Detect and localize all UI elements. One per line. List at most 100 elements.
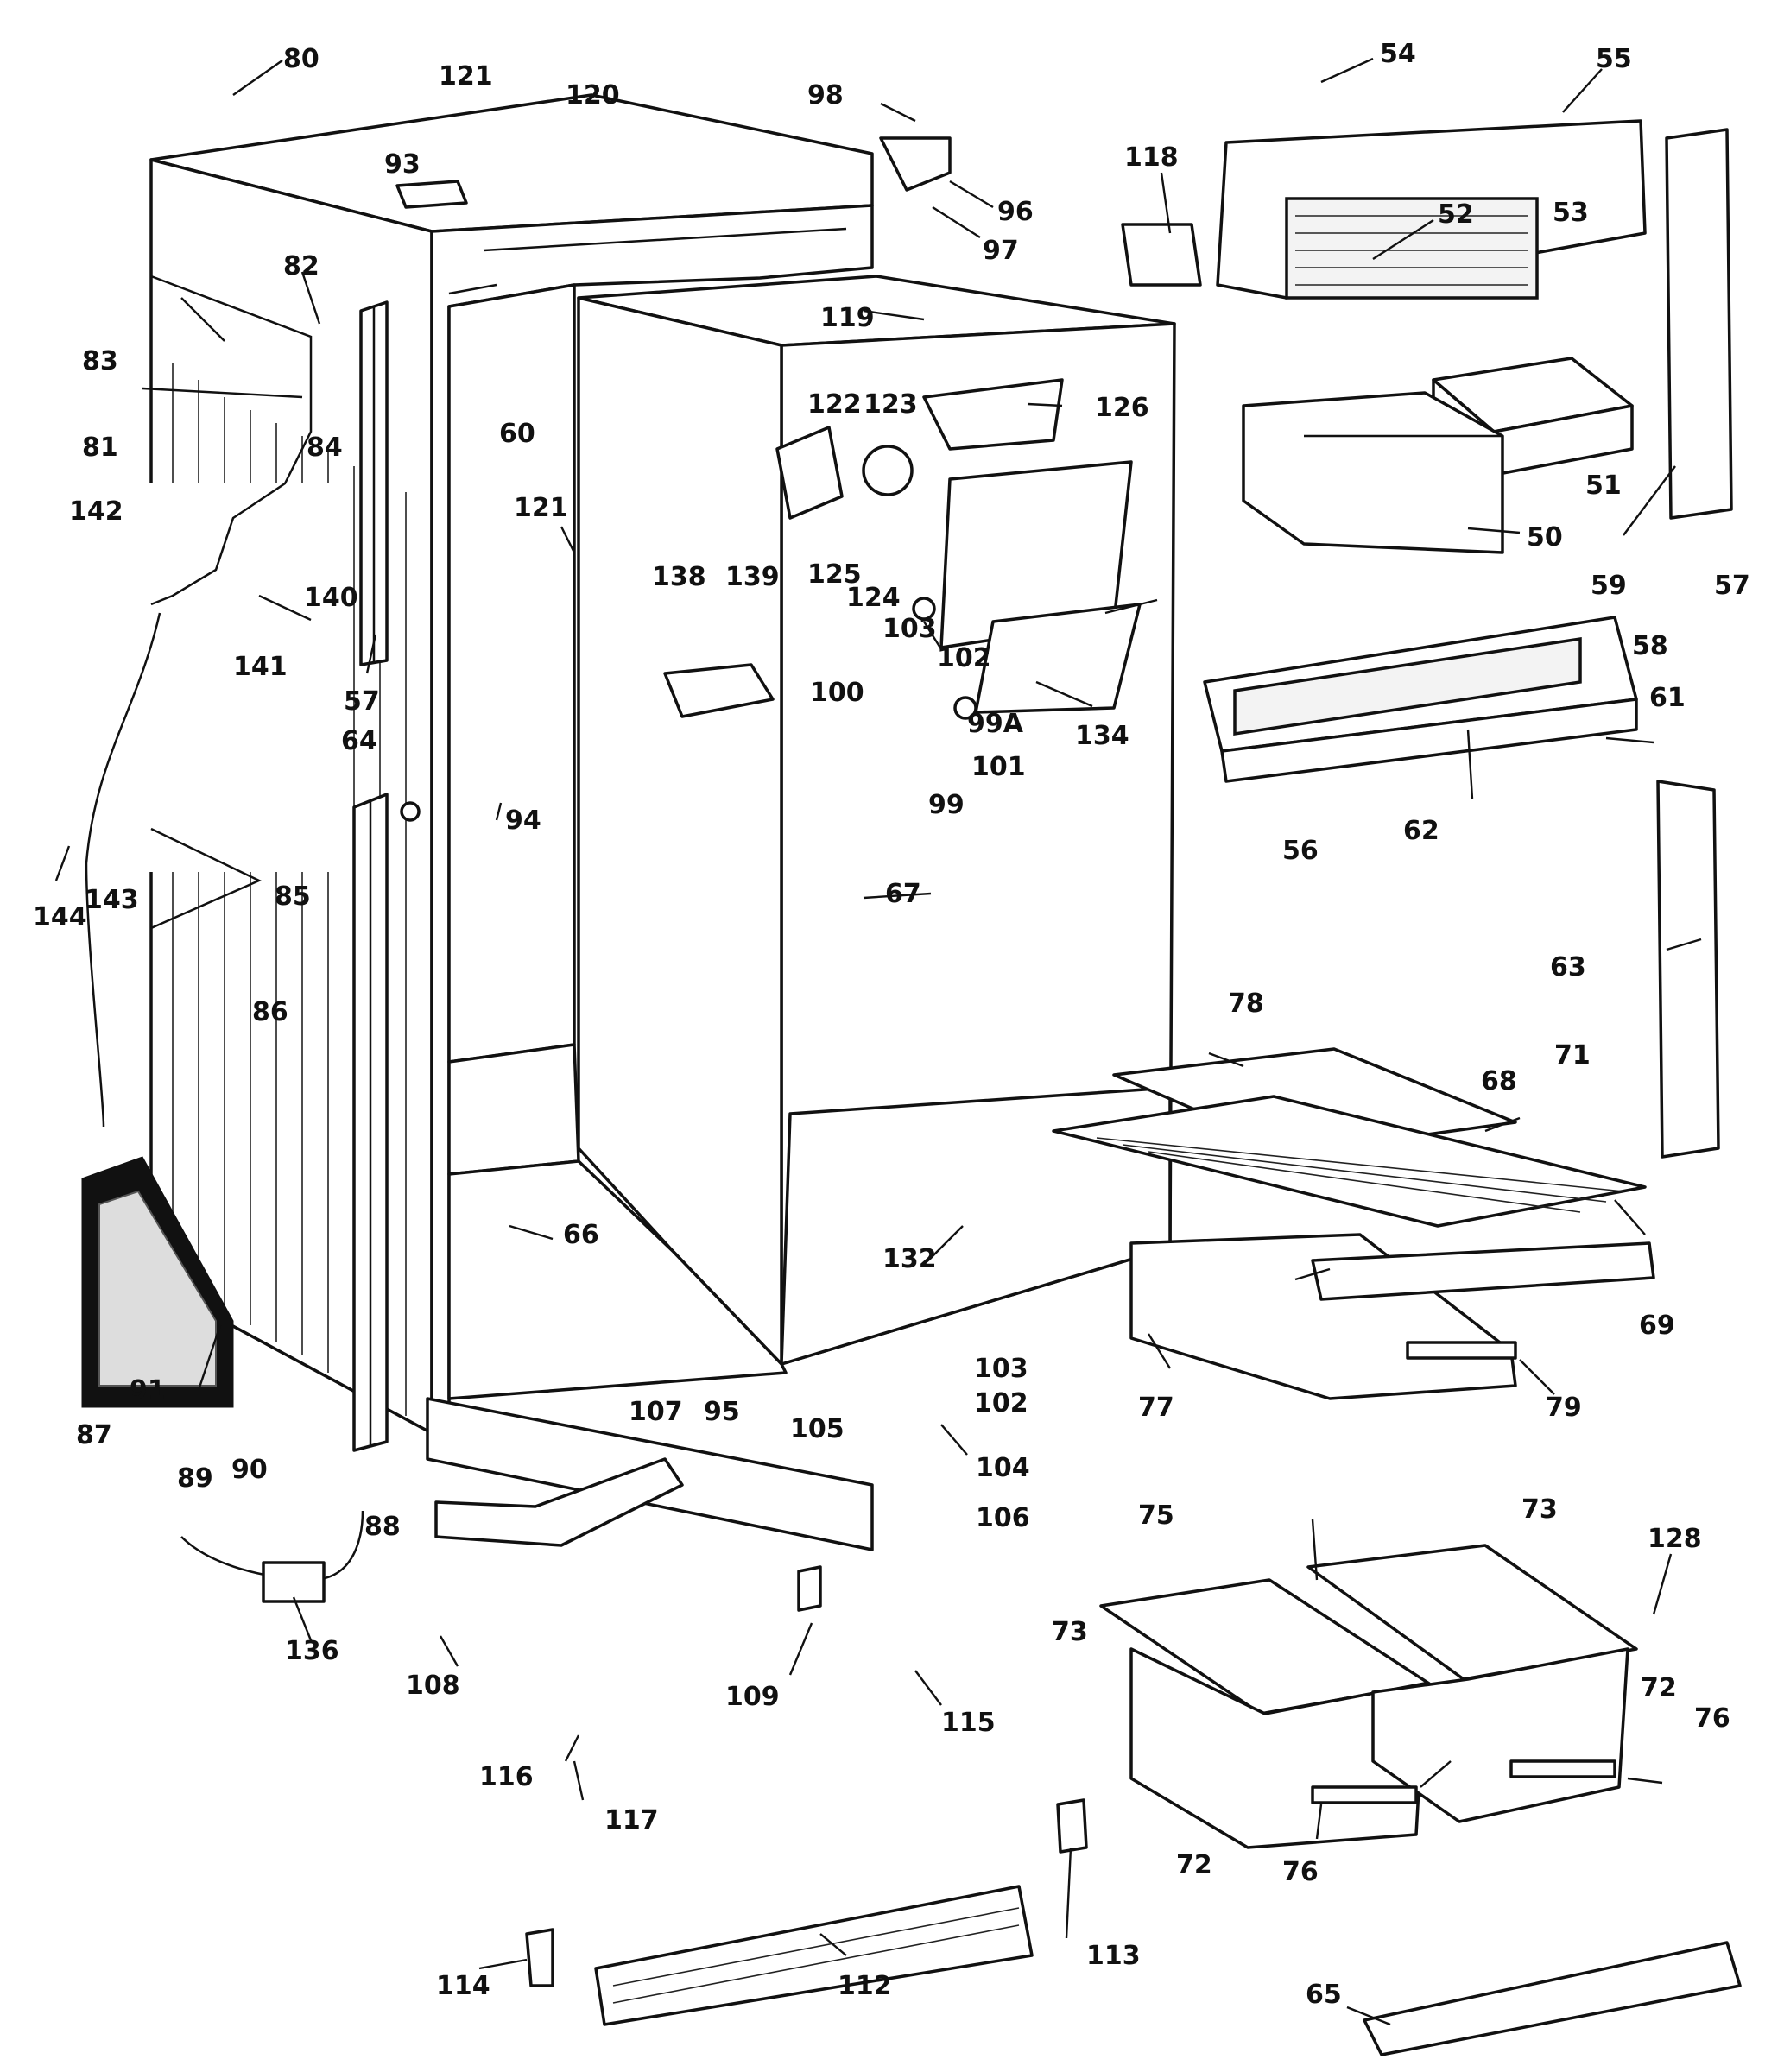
callout-113: 113 [1086, 1941, 1141, 1971]
door-gaskets [352, 300, 389, 1452]
callout-96: 96 [997, 197, 1034, 227]
callout-73-left: 73 [1052, 1617, 1088, 1647]
callout-57-left: 57 [344, 686, 380, 717]
misc-hardware [85, 597, 977, 1612]
callout-119: 119 [820, 303, 875, 333]
callout-125: 125 [807, 559, 862, 590]
callout-60: 60 [499, 419, 535, 449]
callout-81: 81 [82, 433, 118, 463]
callout-144: 144 [33, 902, 87, 932]
callout-93: 93 [384, 149, 421, 180]
callout-140: 140 [304, 583, 358, 613]
ice-bucket [1242, 391, 1504, 554]
callout-78: 78 [1228, 989, 1264, 1019]
callout-126: 126 [1095, 393, 1149, 423]
callout-99A: 99A [967, 709, 1024, 739]
callout-73-right: 73 [1521, 1494, 1558, 1525]
callout-54: 54 [1380, 39, 1416, 69]
callout-128: 128 [1648, 1524, 1702, 1554]
callout-labels: 80 121 120 98 96 97 93 54 55 118 52 53 8… [33, 39, 1750, 2010]
insulation-panel [81, 1156, 234, 1408]
callout-53: 53 [1553, 198, 1589, 228]
callout-100: 100 [810, 678, 864, 708]
callout-75: 75 [1138, 1500, 1174, 1531]
callout-103-lower: 103 [974, 1354, 1028, 1384]
thermostat-control [775, 378, 1064, 520]
callout-91: 91 [130, 1375, 166, 1406]
callout-103: 103 [882, 614, 937, 644]
callout-124: 124 [846, 583, 901, 613]
callout-89: 89 [177, 1463, 213, 1494]
callout-52: 52 [1438, 199, 1474, 230]
callout-114: 114 [436, 1971, 490, 2001]
callout-112: 112 [838, 1971, 892, 2001]
callout-61: 61 [1649, 683, 1686, 713]
callout-88: 88 [364, 1512, 401, 1542]
callout-141: 141 [233, 652, 288, 682]
callout-98: 98 [807, 80, 844, 111]
evaporator-fan-housing [939, 460, 1142, 714]
callout-79: 79 [1546, 1393, 1582, 1423]
callout-71: 71 [1554, 1040, 1591, 1071]
callout-115: 115 [941, 1708, 996, 1738]
callout-80: 80 [283, 44, 319, 74]
callout-102-lower: 102 [974, 1388, 1028, 1418]
callout-83: 83 [82, 346, 118, 376]
callout-85: 85 [275, 881, 311, 912]
callout-102: 102 [937, 643, 991, 673]
callout-106: 106 [976, 1503, 1030, 1533]
callout-76-left: 76 [1282, 1857, 1319, 1887]
callout-72-left: 72 [1176, 1850, 1212, 1880]
callout-116: 116 [479, 1762, 534, 1792]
callout-55: 55 [1596, 44, 1632, 74]
callout-97: 97 [983, 236, 1019, 266]
callout-142: 142 [69, 496, 123, 527]
callout-132: 132 [882, 1244, 937, 1274]
callout-94: 94 [505, 805, 541, 836]
callout-65: 65 [1306, 1980, 1342, 2010]
callout-121: 121 [439, 61, 493, 92]
callout-63: 63 [1550, 952, 1586, 982]
callout-62: 62 [1403, 816, 1439, 846]
crisper-cover-shelf [1052, 1047, 1647, 1228]
callout-84: 84 [307, 433, 343, 463]
callout-117: 117 [604, 1805, 659, 1835]
callout-143: 143 [85, 885, 139, 915]
callout-56: 56 [1282, 836, 1319, 866]
callout-87: 87 [76, 1420, 112, 1450]
callout-64: 64 [341, 726, 377, 756]
door-hinge-parts-center [395, 136, 1202, 718]
leader-lines [54, 57, 1702, 2026]
callout-82: 82 [283, 251, 319, 281]
callout-95: 95 [704, 1397, 740, 1427]
callout-76-right: 76 [1694, 1703, 1730, 1734]
callout-120: 120 [566, 80, 620, 111]
callout-86: 86 [252, 997, 288, 1027]
ice-tray-housing [1216, 119, 1647, 300]
callout-134: 134 [1075, 721, 1129, 751]
callout-72-right: 72 [1641, 1673, 1677, 1703]
callout-69: 69 [1639, 1311, 1675, 1341]
callout-118: 118 [1124, 142, 1179, 173]
callout-101: 101 [971, 752, 1026, 782]
callout-139: 139 [725, 562, 780, 592]
callout-77: 77 [1138, 1393, 1174, 1423]
meat-keeper-drawer-assembly [1203, 616, 1638, 783]
callout-99: 99 [928, 790, 965, 820]
callout-108: 108 [406, 1671, 460, 1701]
callout-90: 90 [231, 1455, 268, 1485]
callout-57-right: 57 [1714, 571, 1750, 601]
callout-68: 68 [1481, 1066, 1517, 1096]
callout-51: 51 [1585, 471, 1622, 501]
callout-67: 67 [885, 879, 921, 909]
callout-136: 136 [285, 1636, 339, 1666]
callout-58: 58 [1632, 631, 1668, 661]
callout-107: 107 [629, 1397, 683, 1427]
callout-122: 122 [807, 389, 862, 420]
callout-123: 123 [864, 389, 918, 420]
cabinet-side-hatching [147, 275, 407, 1416]
freezer-door-liner-right [1656, 128, 1733, 1159]
callout-121-liner: 121 [514, 493, 568, 523]
callout-105: 105 [790, 1414, 845, 1444]
